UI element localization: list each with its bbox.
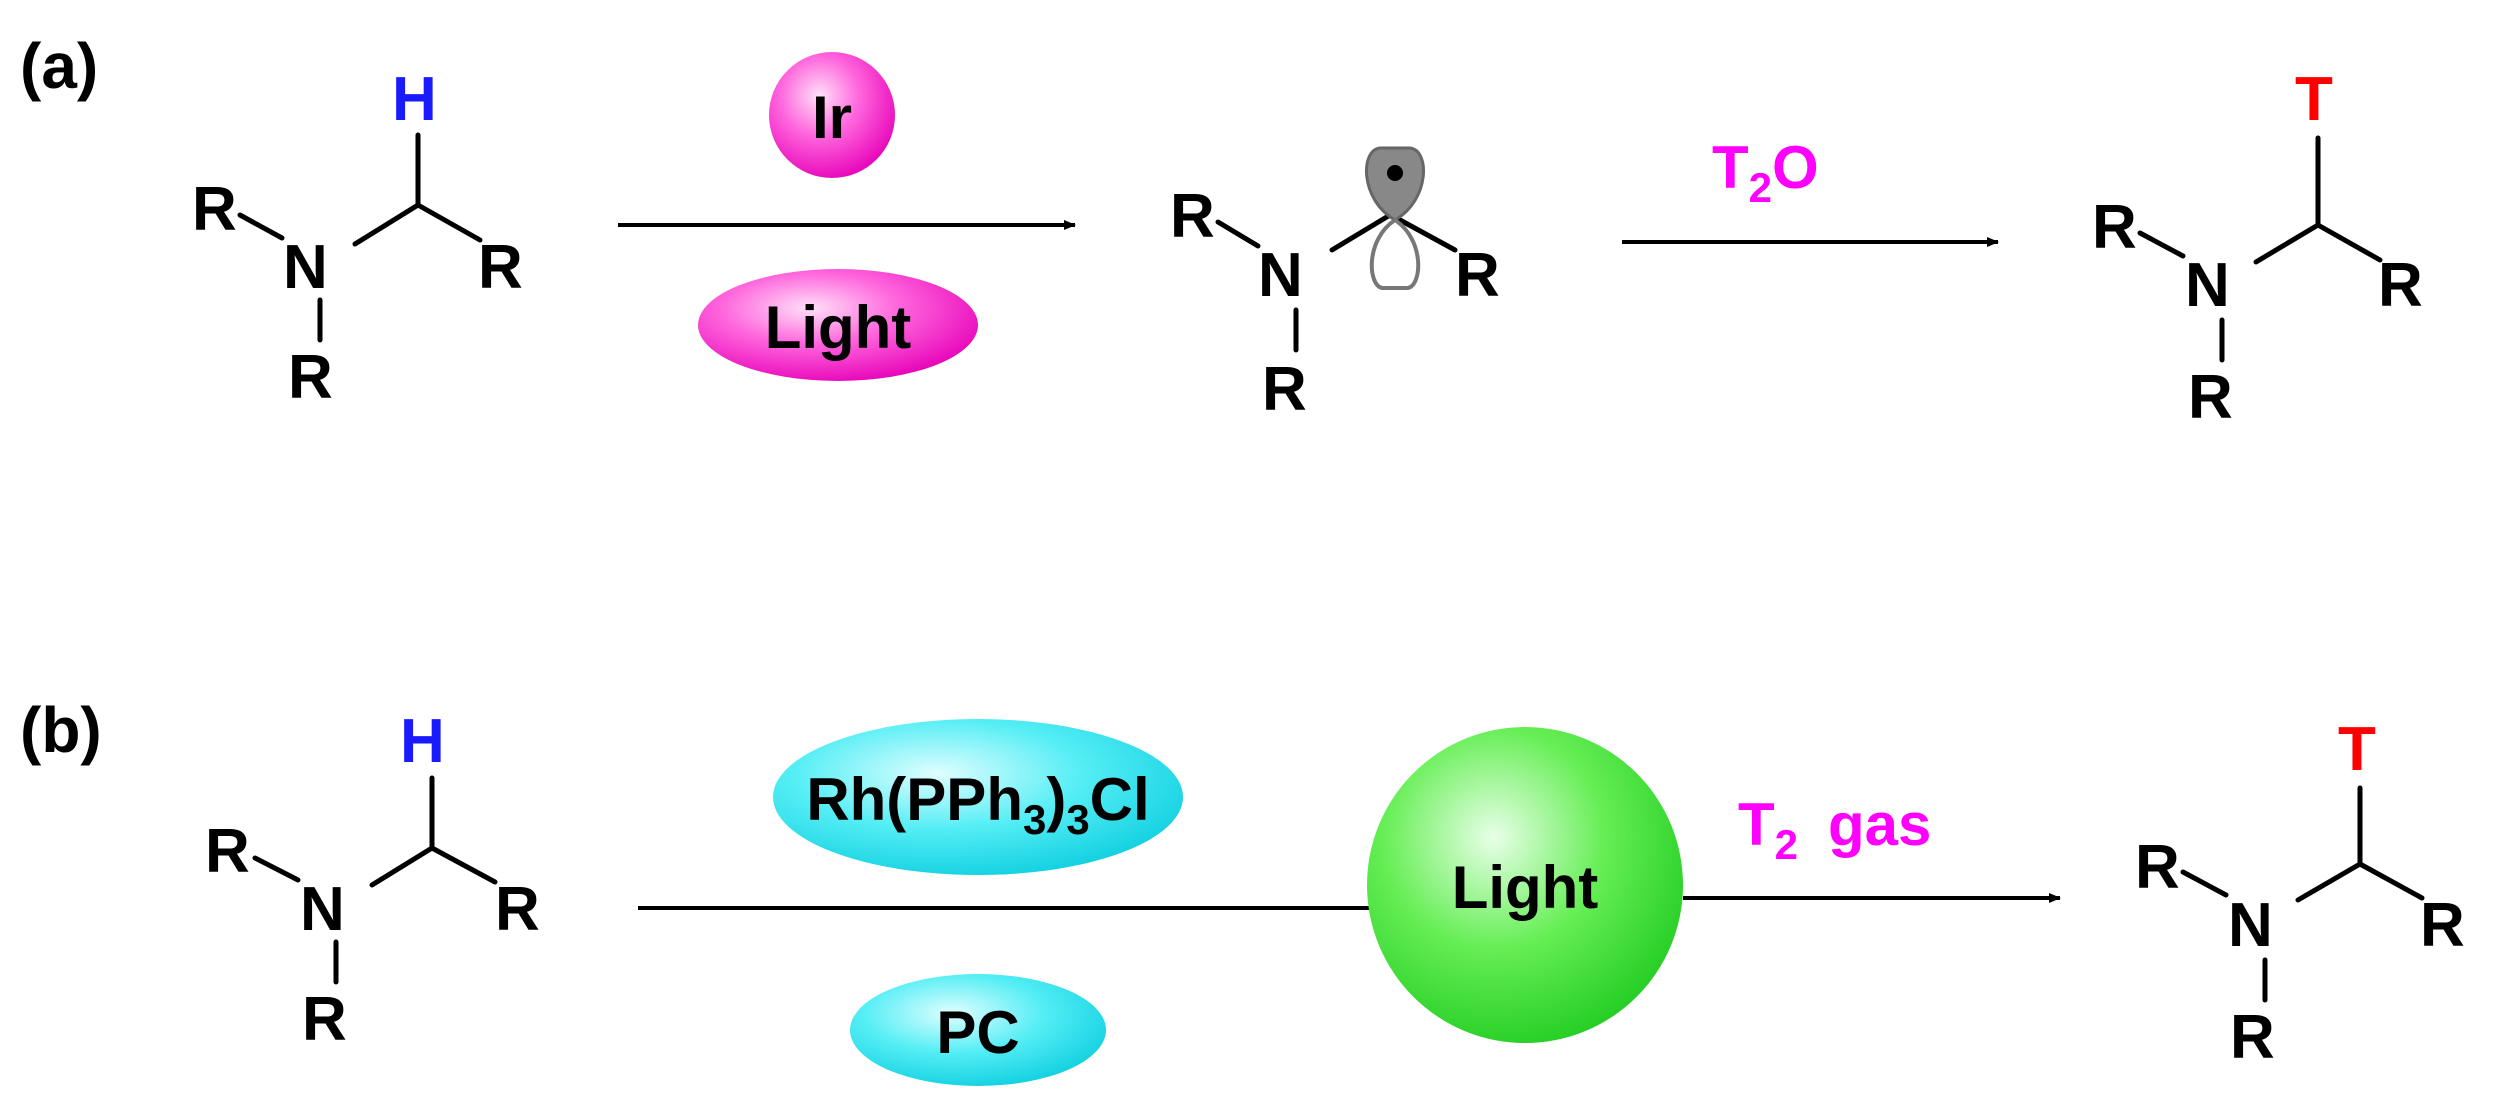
bonds [237,132,483,343]
nitrogen-label: N [1258,241,1303,310]
r-right-label: R [2420,891,2465,960]
rhodium-catalyst-label: Rh(PPh3)3Cl [806,766,1149,843]
iridium-catalyst: Ir [769,52,895,178]
r-left-label: R [205,817,250,886]
panel-a: (a) H R N R R Ir Light [20,30,2423,432]
tritium-label: T [2338,715,2376,784]
p-orbital-icon [1365,146,1425,290]
r-left-label: R [192,175,237,244]
r-right-label: R [478,233,523,302]
r-bottom-label: R [302,985,347,1054]
r-bottom-label: R [1262,355,1307,424]
panel-b: (b) H R N R R Rh(PPh3)3Cl PC [20,694,2465,1086]
r-right-label: R [2378,251,2423,320]
tritiated-water-reagent: T2O [1712,134,1819,211]
r-right-label: R [1455,241,1500,310]
iridium-label: Ir [812,84,852,151]
tritium-label: T [2295,65,2333,134]
panel-a-reactant: H R N R R [192,65,523,412]
hydrogen-label: H [392,65,437,134]
r-left-label: R [1170,182,1215,251]
light-condition-a: Light [698,269,978,381]
r-right-label: R [495,875,540,944]
panel-a-radical: R N R R [1170,146,1500,424]
r-bottom-label: R [288,343,333,412]
nitrogen-label: N [2185,251,2230,320]
panel-b-product: T R N R R [2135,715,2465,1072]
panel-b-label: (b) [20,694,102,766]
light-label: Light [1452,854,1599,921]
panel-b-reactant: H R N R R [205,707,540,1054]
nitrogen-label: N [2228,891,2273,960]
nitrogen-label: N [283,233,328,302]
rhodium-catalyst: Rh(PPh3)3Cl [773,719,1183,875]
bonds [2180,785,2425,1003]
panel-a-product: T R N R R [2092,65,2423,432]
r-bottom-label: R [2188,363,2233,432]
bonds [2137,135,2383,363]
bonds [252,775,498,985]
photocatalyst: PC [850,974,1106,1086]
photocatalyst-label: PC [936,999,1019,1066]
light-label: Light [765,294,912,361]
r-bottom-label: R [2230,1003,2275,1072]
nitrogen-label: N [300,875,345,944]
r-left-label: R [2092,193,2137,262]
r-left-label: R [2135,833,2180,902]
bonds [1215,212,1458,353]
light-sphere: Light [1367,727,1683,1043]
panel-a-label: (a) [20,30,98,102]
radical-electron-icon [1387,165,1403,181]
hydrogen-label: H [400,707,445,776]
